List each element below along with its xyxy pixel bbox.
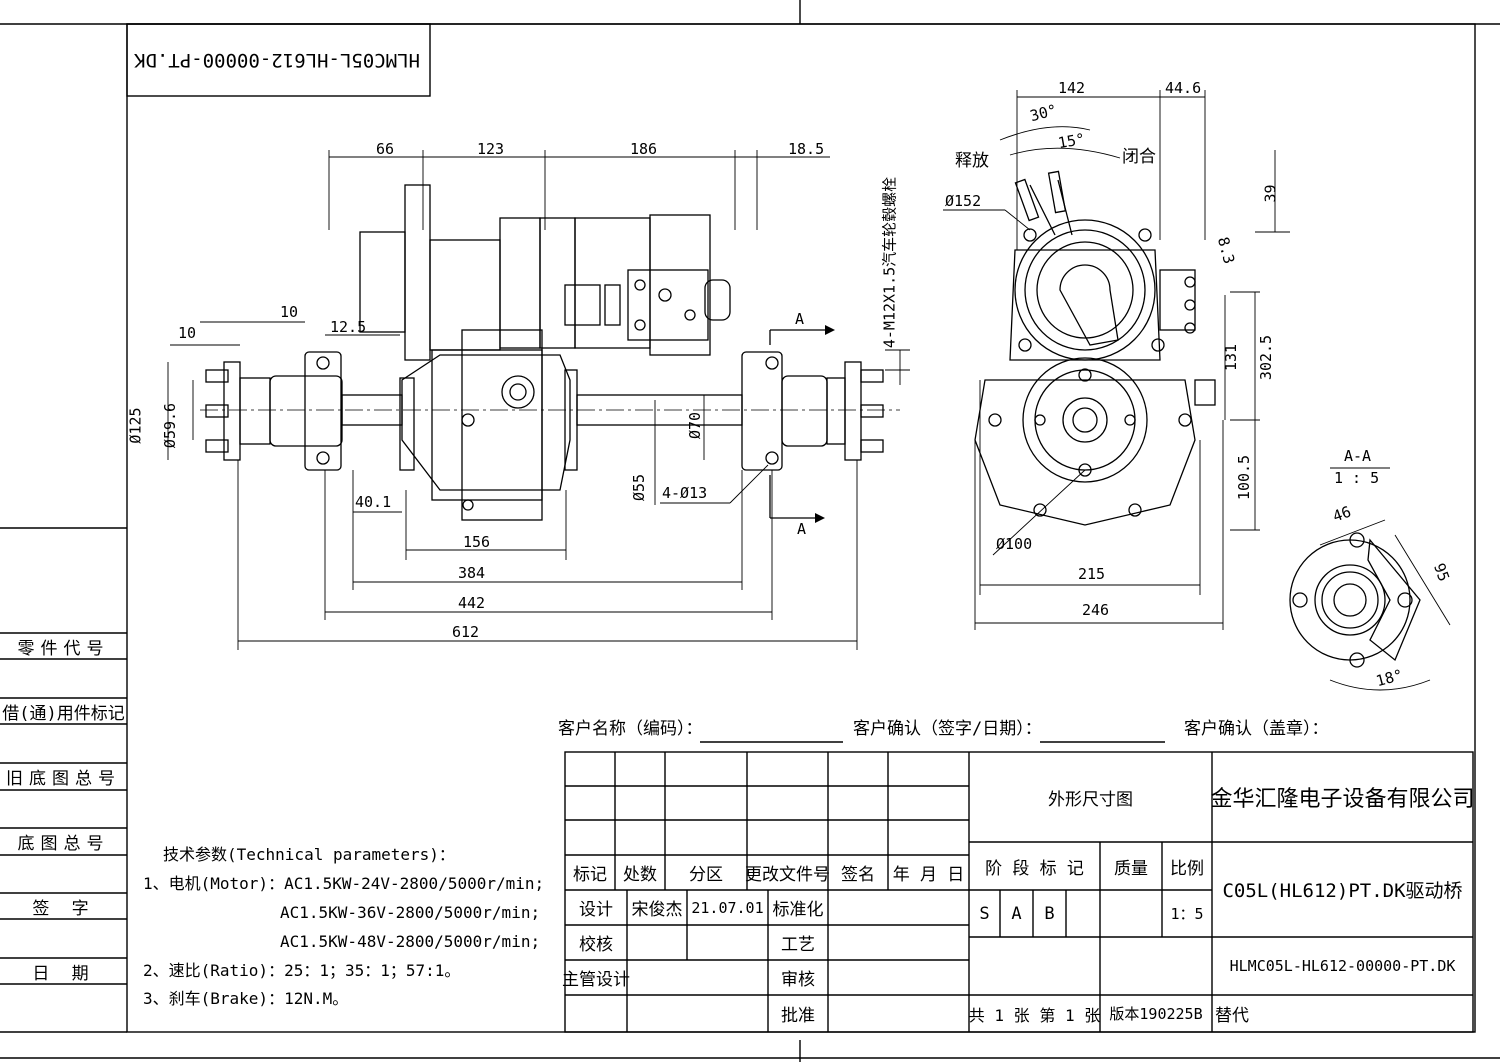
tech-motor-line1: 1、电机(Motor)：AC1.5KW-24V-2800/5000r/min;	[143, 874, 545, 893]
review-label: 审核	[781, 970, 815, 990]
dim-66: 66	[376, 140, 395, 158]
design-label: 设计	[579, 900, 613, 920]
tech-motor-line2: AC1.5KW-36V-2800/5000r/min;	[280, 903, 541, 922]
dim-44-6: 44.6	[1165, 79, 1202, 97]
dim-10-upper: 10	[280, 303, 299, 321]
section-mark-top: A	[795, 310, 805, 328]
version: 版本190225B	[1109, 1005, 1203, 1023]
dim-156: 156	[463, 533, 491, 551]
scale-label: 比例	[1170, 858, 1204, 879]
side-view	[974, 170, 1216, 526]
dim-302-5: 302.5	[1257, 334, 1276, 381]
dim-612: 612	[452, 623, 480, 641]
dim-246: 246	[1082, 601, 1110, 619]
label-signature: 签 字	[32, 898, 95, 919]
section-scale: 1 : 5	[1334, 469, 1380, 487]
label-release: 释放	[955, 151, 989, 171]
weight-label: 质量	[1114, 858, 1148, 879]
product-name: C05L(HL612)PT.DK驱动桥	[1222, 880, 1463, 902]
sheet-count: 共 1 张 第 1 张	[968, 1005, 1101, 1025]
label-old-base-number: 旧底图总号	[6, 769, 121, 789]
rev-header-zone: 分区	[689, 865, 723, 885]
dim-10-lower: 10	[178, 324, 197, 342]
stage-a: A	[1011, 903, 1022, 924]
tech-ratio: 2、速比(Ratio)：25：1；35：1；57:1。	[143, 961, 461, 980]
dim-442: 442	[458, 594, 486, 612]
dim-dia-59-6: Ø59.6	[161, 402, 180, 449]
rev-header-date: 年 月 日	[892, 865, 965, 885]
label-date: 日 期	[32, 963, 95, 984]
dim-123: 123	[477, 140, 505, 158]
customer-seal-label: 客户确认（盖章）：	[1184, 719, 1329, 739]
dim-40-1: 40.1	[355, 493, 392, 511]
dim-18-5: 18.5	[788, 140, 825, 158]
title-block-grid	[564, 751, 1474, 1033]
stage-b: B	[1044, 903, 1055, 924]
label-close: 闭合	[1122, 147, 1156, 167]
dim-holes: 4-Ø13	[662, 484, 708, 502]
rev-header-count: 处数	[623, 865, 657, 885]
dim-12-5: 12.5	[330, 318, 367, 336]
front-view	[200, 184, 900, 521]
standardization-label: 标准化	[772, 900, 824, 920]
customer-name-label: 客户名称（编码）：	[558, 719, 703, 739]
dim-dia-55: Ø55	[630, 473, 649, 502]
dim-142: 142	[1058, 79, 1086, 97]
section-title: A-A	[1344, 447, 1372, 465]
dim-384: 384	[458, 564, 486, 582]
company-name: 金华汇隆电子设备有限公司	[1210, 787, 1475, 812]
process-label: 工艺	[781, 935, 815, 955]
label-borrowed-mark: 借(通)用件标记	[2, 703, 125, 724]
replace-label: 替代	[1215, 1006, 1249, 1026]
label-base-number: 底图总号	[17, 834, 110, 854]
rev-header-change-doc: 更改文件号	[745, 865, 830, 885]
customer-confirm-label: 客户确认（签字/日期）：	[853, 719, 1042, 739]
dim-dia-125: Ø125	[126, 407, 145, 444]
tech-motor-line3: AC1.5KW-48V-2800/5000r/min;	[280, 932, 541, 951]
stage-s: S	[979, 903, 990, 924]
check-label: 校核	[579, 935, 613, 955]
dim-100-5: 100.5	[1235, 454, 1254, 501]
dim-215: 215	[1078, 565, 1106, 583]
section-view	[1289, 467, 1451, 691]
label-part-code: 零件代号	[17, 638, 110, 659]
dim-dia-100: Ø100	[996, 535, 1033, 553]
design-date: 21.07.01	[691, 898, 764, 917]
dim-39: 39	[1261, 184, 1280, 203]
rotated-drawing-number: HLMC05L-HL612-00000-PT.DK	[134, 49, 420, 71]
bolt-note: 4-M12X1.5汽车轮毂螺栓	[880, 176, 899, 349]
side-dimensions	[943, 90, 1290, 630]
stage-label: 阶 段 标 记	[985, 858, 1084, 879]
tech-title: 技术参数(Technical parameters)：	[163, 845, 455, 864]
dim-186: 186	[630, 140, 658, 158]
tech-brake: 3、刹车(Brake)：12N.M。	[143, 989, 349, 1008]
designer-name: 宋俊杰	[631, 900, 683, 920]
angle-15: 15°	[1056, 129, 1087, 153]
dim-131: 131	[1222, 343, 1241, 372]
approve-label: 批准	[781, 1006, 815, 1026]
rev-header-signature: 签名	[841, 865, 875, 885]
rev-header-mark: 标记	[573, 865, 607, 885]
dim-dia-70: Ø70	[686, 411, 705, 440]
front-dimensions	[167, 150, 910, 650]
section-mark-bottom: A	[797, 520, 807, 538]
dim-dia-152: Ø152	[945, 192, 982, 210]
drawing-type: 外形尺寸图	[1048, 789, 1133, 810]
scale-value: 1：5	[1170, 905, 1204, 923]
drawing-number: HLMC05L-HL612-00000-PT.DK	[1229, 957, 1456, 975]
supervisor-label: 主管设计	[562, 970, 630, 990]
